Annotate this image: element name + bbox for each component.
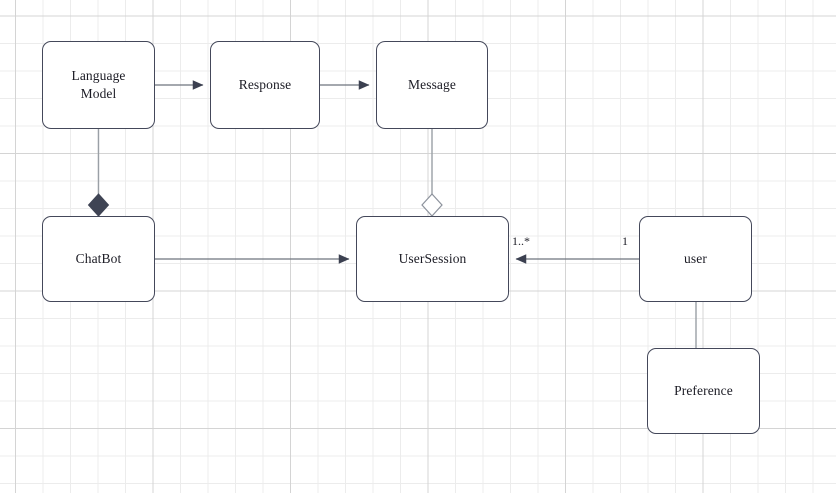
node-language-model[interactable]: Language Model <box>42 41 155 129</box>
node-chatbot[interactable]: ChatBot <box>42 216 155 302</box>
edge-chatbot-to-language-model <box>87 129 110 217</box>
node-label: Response <box>238 77 292 93</box>
node-label: UserSession <box>398 251 467 267</box>
node-user[interactable]: user <box>639 216 752 302</box>
node-label: Preference <box>674 383 733 399</box>
multiplicity-label-user: 1 <box>622 234 628 248</box>
multiplicity-label-usersession: 1..* <box>512 234 530 248</box>
hollow-diamond-marker <box>421 193 443 217</box>
node-response[interactable]: Response <box>210 41 320 129</box>
node-label: user <box>684 251 707 267</box>
node-usersession[interactable]: UserSession <box>356 216 509 302</box>
node-preference[interactable]: Preference <box>647 348 760 434</box>
node-label: ChatBot <box>75 251 122 267</box>
filled-diamond-marker <box>87 193 110 217</box>
edge-usersession-to-message <box>421 129 443 217</box>
node-message[interactable]: Message <box>376 41 488 129</box>
node-label: Message <box>408 77 456 93</box>
node-label: Language Model <box>71 68 126 101</box>
